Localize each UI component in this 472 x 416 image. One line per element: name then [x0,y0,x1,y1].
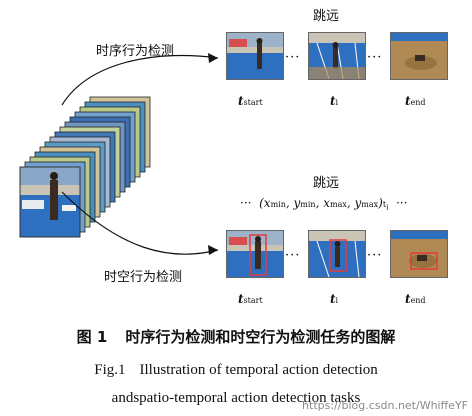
spatiotemporal-label-i: ti [330,292,339,306]
temporal-task-label: 时序行为检测 [96,44,175,59]
video-frame-stack [19,53,219,255]
temporal-separator-1: ··· [285,50,301,65]
temporal-separator-2: ··· [367,50,383,65]
figure: 时序行为检测 跳远 ··· ··· [19,9,448,306]
front-frame [20,167,80,237]
caption-zh-number: 图 1 [76,328,108,346]
temporal-action-label: 跳远 [313,9,340,24]
caption-en-number: Fig.1 [94,362,126,378]
spatiotemporal-action-label: 跳远 [313,176,340,191]
caption-zh-text: 时序行为检测和时空行为检测任务的图解 [125,328,396,346]
arrow-temporal [61,54,219,106]
spatiotemporal-frame-end [390,230,448,278]
spatiotemporal-frame-i [308,230,366,278]
caption-en-line1: Illustration of temporal action detectio… [139,362,378,378]
temporal-label-end: tend [405,94,426,108]
spatiotemporal-separator-1: ··· [285,248,301,263]
spatiotemporal-frame-start [226,230,284,278]
arrow-spatiotemporal [61,191,219,255]
caption-english-line1: Fig.1 Illustration of temporal action det… [0,362,472,379]
watermark: https://blog.csdn.net/WhiffeYF [302,399,468,412]
spatiotemporal-separator-2: ··· [367,248,383,263]
spatiotemporal-label-end: tend [405,292,426,306]
caption-english-line2: andspatio-temporal action detection task… [111,390,361,406]
spatiotemporal-task-label: 时空行为检测 [104,270,183,285]
temporal-frame-end [390,32,448,80]
temporal-frame-i [308,32,366,80]
temporal-frame-start [226,32,284,80]
spatiotemporal-label-start: tstart [238,292,263,306]
bbox-formula: ··· (xmin, ymin, xmax, ymax)ti ··· [240,196,408,212]
temporal-label-start: tstart [238,94,263,108]
caption-chinese: 图 1 时序行为检测和时空行为检测任务的图解 [0,326,472,347]
temporal-label-i: ti [330,94,339,108]
